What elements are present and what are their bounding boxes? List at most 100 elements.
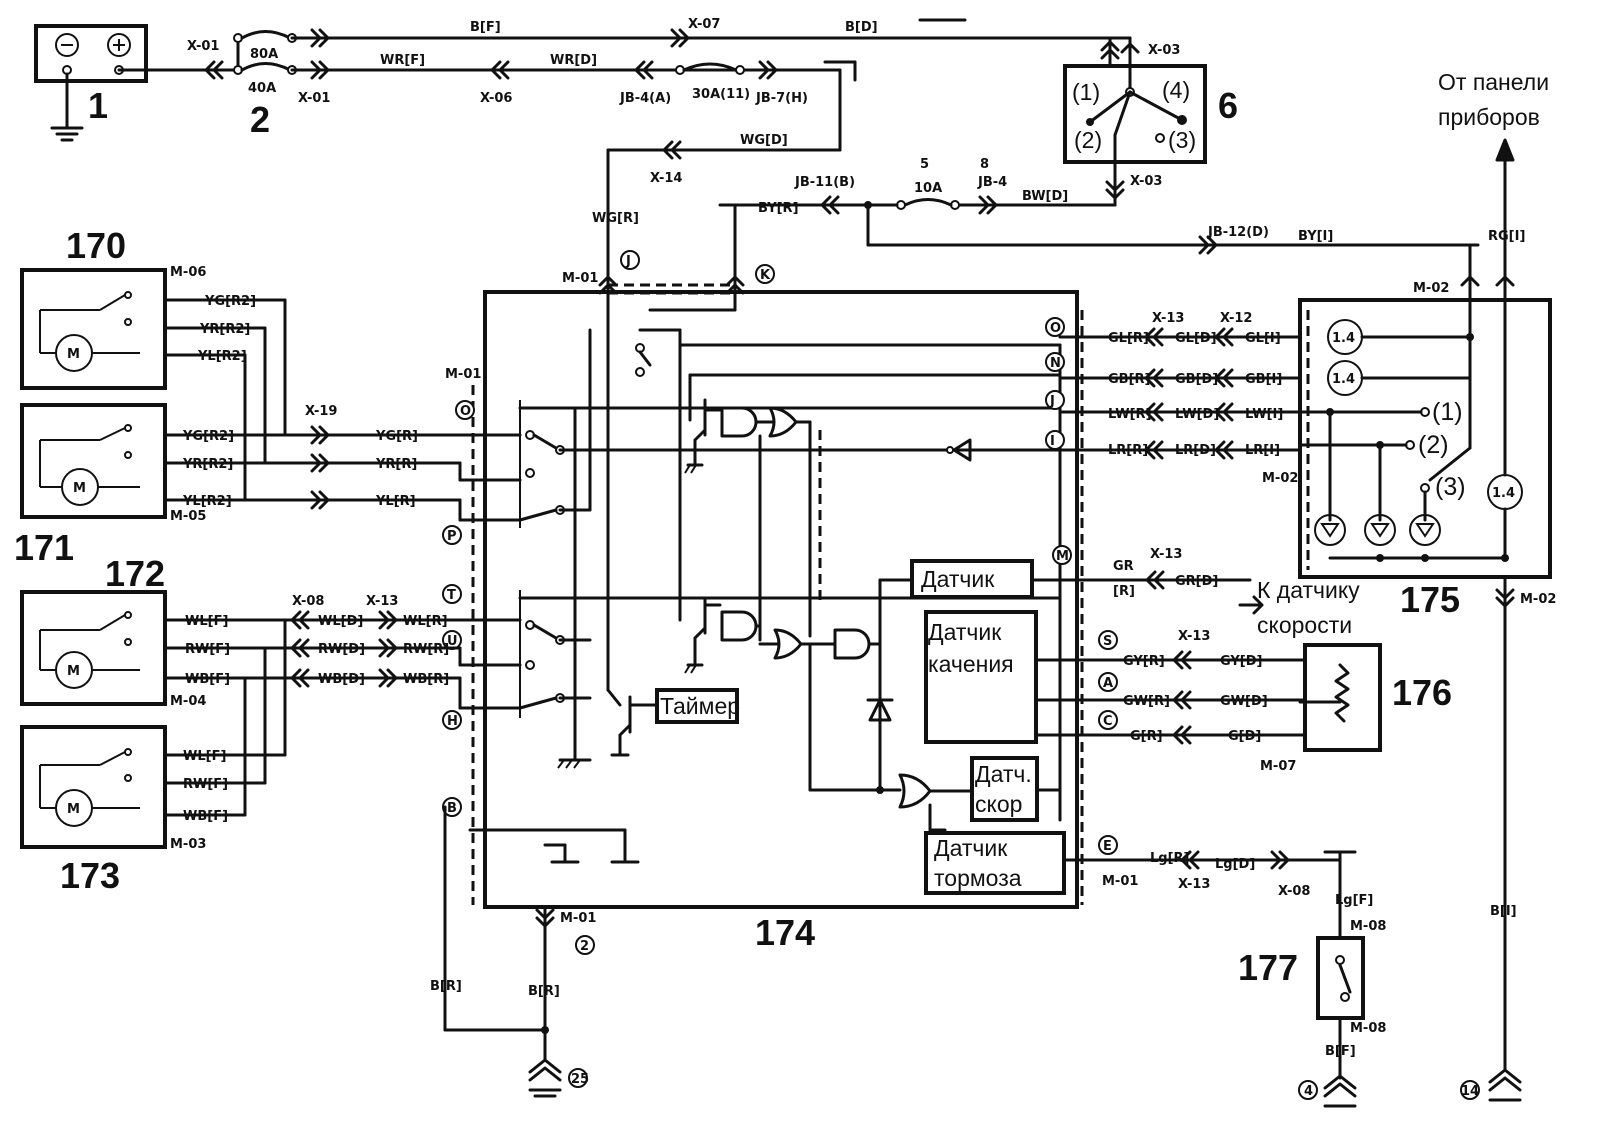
wire-gr: G[R] xyxy=(1130,729,1163,744)
connector-m08b: M-08 xyxy=(1350,1021,1386,1036)
wire-wlf2: WL[F] xyxy=(183,749,226,764)
wire-wld: WL[D] xyxy=(318,614,363,629)
wire-gr-1: GR xyxy=(1113,559,1134,574)
connector-jb7: JB-7(H) xyxy=(755,91,808,106)
wire-yrr2b: YR[R2] xyxy=(182,457,233,472)
motor-173: M 173 M-03 xyxy=(20,725,206,896)
wire-ygr2b: YG[R2] xyxy=(182,429,234,444)
brake-sensor-label-1: Датчик xyxy=(934,835,1008,861)
connector-m01b: M-01 xyxy=(445,367,481,382)
wire-gld: GL[D] xyxy=(1175,331,1217,346)
lamp-panel: 1.4 1.4 1.4 (1) (2) (3) 175 M-02 M-02 xyxy=(1262,243,1552,620)
connector-x13c: X-13 xyxy=(1150,547,1182,562)
wire-rgi: RG[I] xyxy=(1488,229,1525,244)
panel-note-line-2: приборов xyxy=(1438,104,1540,130)
pin-label: 2 xyxy=(580,939,589,954)
fuse-30a: 30A(11) xyxy=(692,87,750,102)
connector-jb12: JB-12(D) xyxy=(1207,225,1269,240)
connector-m06: M-06 xyxy=(170,265,206,280)
speed-sensor-label-2: скор xyxy=(975,791,1022,817)
wire-gwr: GW[R] xyxy=(1123,694,1170,709)
connector-m01c: M-01 xyxy=(560,911,596,926)
pin-label: O xyxy=(460,404,471,419)
main-fuses: 80A 40A X-01 X-01 2 xyxy=(117,28,330,140)
pin-label: O xyxy=(1050,321,1061,336)
wire-bwd: BW[D] xyxy=(1022,189,1068,204)
connector-m08a: M-08 xyxy=(1350,919,1386,934)
component-number-171: 171 xyxy=(14,527,74,568)
wire-gwd: GW[D] xyxy=(1220,694,1268,709)
pin-label: A xyxy=(1103,676,1113,691)
connector-x19: X-19 xyxy=(305,404,337,419)
pos-3: (3) xyxy=(1435,473,1466,501)
ground-14: 14 xyxy=(1461,1084,1479,1099)
speed-note-line-1: К датчику xyxy=(1257,577,1360,603)
connector-x13d: X-13 xyxy=(1178,629,1210,644)
pin-5: 5 xyxy=(920,157,929,172)
pin-label: P xyxy=(447,529,457,544)
roll-sensor-label-1: Датчик xyxy=(928,619,1002,645)
switch-pos-1: (1) xyxy=(1072,79,1100,105)
wire-lgr: Lg[R] xyxy=(1150,851,1189,866)
component-number-177: 177 xyxy=(1238,947,1298,988)
wire-bf2: B[F] xyxy=(1325,1044,1356,1059)
wire-rwr: RW[R] xyxy=(403,642,449,657)
wire-gr-2: [R] xyxy=(1113,584,1135,599)
connector-x08b: X-08 xyxy=(1278,884,1310,899)
pin-label: J xyxy=(1049,394,1055,409)
fuse-10a: 10A xyxy=(914,181,942,196)
wire-lgf: Lg[F] xyxy=(1335,893,1373,908)
wire-yrr2: YR[R2] xyxy=(199,322,250,337)
connector-jb4a: JB-4(A) xyxy=(619,91,671,106)
component-number-1: 1 xyxy=(88,85,108,126)
connector-m02b: M-02 xyxy=(1262,471,1298,486)
wire-gd: G[D] xyxy=(1228,729,1261,744)
connector-m02a: M-02 xyxy=(1413,281,1449,296)
motor-symbol: M xyxy=(67,664,80,679)
motor-symbol: M xyxy=(67,802,80,817)
wire-ygr2: YG[R2] xyxy=(204,294,256,309)
wire-wgr: WG[R] xyxy=(592,211,639,226)
wire-wgd: WG[D] xyxy=(740,133,788,148)
wire-wlf: WL[F] xyxy=(185,614,228,629)
connector-m04: M-04 xyxy=(170,694,206,709)
wire-byi: BY[I] xyxy=(1298,229,1333,244)
wire-gli: GL[I] xyxy=(1245,331,1281,346)
wire-gbd: GB[D] xyxy=(1175,372,1218,387)
motor-170: M 170 M-06 xyxy=(20,225,206,390)
wire-lgd: Lg[D] xyxy=(1215,857,1255,872)
inverter-gate xyxy=(952,438,972,462)
connector-x07: X-07 xyxy=(688,17,720,32)
lamp-2-rating: 1.4 xyxy=(1332,372,1355,387)
pin-label: C xyxy=(1103,714,1113,729)
wire-ylr2: YL[R2] xyxy=(197,349,247,364)
wire-yrr: YR[R] xyxy=(375,457,417,472)
ground-icon xyxy=(528,1088,562,1098)
pin-8: 8 xyxy=(980,157,989,172)
wire-bf-top: B[F] xyxy=(470,20,501,35)
connector-x03a: X-03 xyxy=(1148,43,1180,58)
unit-pins: O P T U H B 2 O N J I M S A C E xyxy=(442,317,1118,955)
motor-171: M 171 M-05 xyxy=(14,403,206,568)
pin-label: S xyxy=(1103,634,1112,649)
wire-grd: GR[D] xyxy=(1175,574,1218,589)
wire-lwr: LW[R] xyxy=(1108,407,1152,422)
connector-x12: X-12 xyxy=(1220,311,1252,326)
wire-gbr: GB[R] xyxy=(1108,372,1150,387)
pin-label: M xyxy=(1056,549,1069,564)
control-unit: 174 xyxy=(468,290,1102,953)
fuse-80a: 80A xyxy=(250,47,278,62)
fuse-40a: 40A xyxy=(248,81,276,96)
wire-lwd: LW[D] xyxy=(1175,407,1219,422)
wire-ygr: YG[R] xyxy=(375,429,418,444)
wire-wlr: WL[R] xyxy=(403,614,448,629)
or-gate xyxy=(898,773,932,809)
pin-j: J xyxy=(625,254,631,269)
pin-label: I xyxy=(1050,434,1055,449)
switch-pos-3: (3) xyxy=(1168,127,1196,153)
led-icons xyxy=(1314,514,1441,546)
panel-note-line-1: От панели xyxy=(1438,69,1549,95)
connector-x01a: X-01 xyxy=(187,39,219,54)
pin-label: B xyxy=(447,801,457,816)
